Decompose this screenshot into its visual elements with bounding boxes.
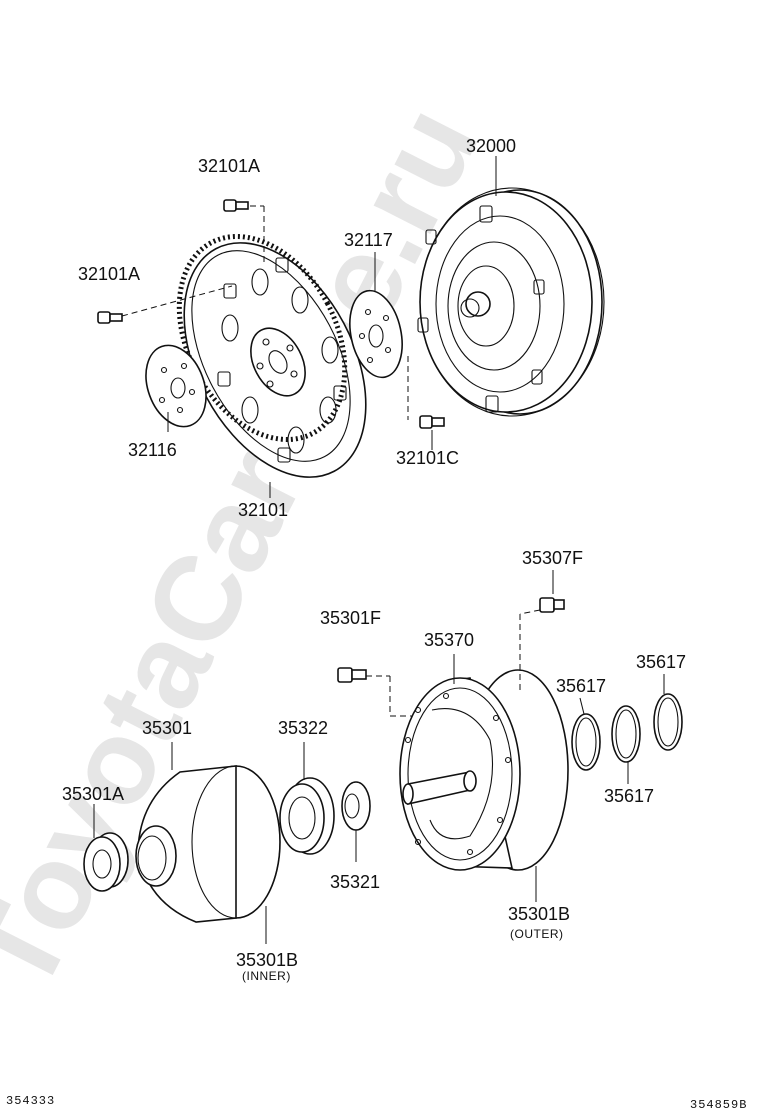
label-32117: 32117 <box>344 230 393 250</box>
label-35301b-outer: 35301B <box>508 904 570 924</box>
bolt-35301f <box>337 667 367 683</box>
label-32101c: 32101C <box>396 448 459 468</box>
bolt-32101a-left <box>97 311 123 324</box>
seal-ring-35617-c <box>653 693 683 751</box>
pump-body-35301 <box>135 765 281 923</box>
label-35307f: 35307F <box>522 548 583 568</box>
label-35370: 35370 <box>424 630 474 650</box>
footer-left-code: 354333 <box>6 1094 55 1108</box>
bolt-35307f <box>539 597 565 613</box>
note-inner: (INNER) <box>242 969 291 983</box>
label-35617-a: 35617 <box>556 676 606 696</box>
seal-ring-35617-a <box>571 713 601 771</box>
label-32000: 32000 <box>466 136 516 156</box>
oil-pump-35370 <box>399 669 569 871</box>
oil-seal-35301a <box>83 832 129 892</box>
label-35301f: 35301F <box>320 608 381 628</box>
spacer-32116 <box>145 344 207 428</box>
driven-gear-35322 <box>279 777 335 855</box>
drive-gear-35321 <box>341 781 371 831</box>
footer-right-code: 354859B <box>690 1098 747 1112</box>
label-32101a-left: 32101A <box>78 264 140 284</box>
label-35301: 35301 <box>142 718 192 738</box>
drive-plate-32101 <box>176 234 367 478</box>
label-35617-c: 35617 <box>636 652 686 672</box>
seal-ring-35617-b <box>611 705 641 763</box>
label-35617-b: 35617 <box>604 786 654 806</box>
note-outer: (OUTER) <box>510 927 564 941</box>
bolt-32101a-top <box>223 199 249 212</box>
label-35301a: 35301A <box>62 784 124 804</box>
label-35322: 35322 <box>278 718 328 738</box>
label-35301b-inner: 35301B <box>236 950 298 970</box>
label-35321: 35321 <box>330 872 380 892</box>
label-32101a-top: 32101A <box>198 156 260 176</box>
label-32116: 32116 <box>128 440 177 460</box>
label-32101: 32101 <box>238 500 288 520</box>
spacer-32117 <box>349 289 403 379</box>
torque-converter-32000 <box>417 187 605 417</box>
bolt-32101c <box>419 415 445 429</box>
